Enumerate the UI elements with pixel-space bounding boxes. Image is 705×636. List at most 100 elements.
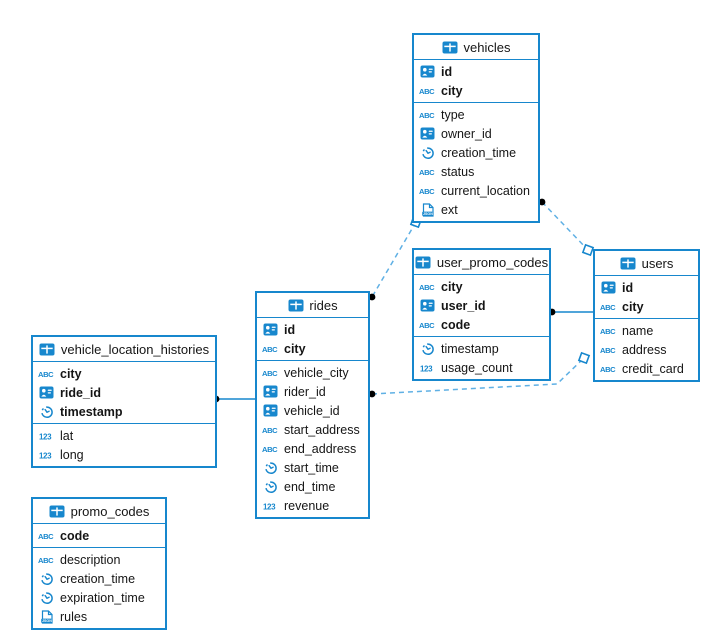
field-row-usage_count[interactable]: 123 usage_count	[414, 358, 549, 377]
field-row-timestamp[interactable]: timestamp	[414, 339, 549, 358]
abc-icon: ABC	[38, 555, 55, 565]
svg-text:ABC: ABC	[419, 168, 435, 177]
table-header-users[interactable]: users	[595, 251, 698, 276]
field-row-id[interactable]: id	[414, 62, 538, 81]
field-name: city	[60, 366, 82, 381]
field-row-timestamp[interactable]: timestamp	[33, 402, 215, 421]
clock-icon	[38, 591, 55, 605]
abc-icon: ABC	[262, 344, 279, 354]
field-row-owner_id[interactable]: owner_id	[414, 124, 538, 143]
table-header-promo_codes[interactable]: promo_codes	[33, 499, 165, 524]
field-name: ext	[441, 202, 458, 217]
table-name: users	[641, 255, 674, 271]
id-icon	[600, 281, 617, 294]
field-row-id[interactable]: id	[595, 278, 698, 297]
table-icon	[442, 41, 459, 54]
field-name: city	[622, 299, 644, 314]
field-row-user_id[interactable]: user_id	[414, 296, 549, 315]
field-row-start_time[interactable]: start_time	[257, 458, 368, 477]
field-name: vehicle_city	[284, 365, 349, 380]
abc-icon: ABC	[419, 110, 436, 120]
endpoint-dot-marker	[368, 390, 376, 398]
abc-icon: ABC	[600, 364, 617, 374]
field-row-vehicle_id[interactable]: vehicle_id	[257, 401, 368, 420]
field-name: creation_time	[441, 145, 517, 160]
number-123-icon: 123	[262, 501, 279, 511]
field-name: current_location	[441, 183, 530, 198]
svg-text:ABC: ABC	[262, 426, 278, 435]
table-name: promo_codes	[70, 503, 150, 519]
field-name: ride_id	[60, 385, 101, 400]
svg-text:ABC: ABC	[600, 365, 616, 374]
field-row-city[interactable]: ABC city	[595, 297, 698, 316]
svg-text:ABC: ABC	[262, 369, 278, 378]
relationship-line	[371, 221, 417, 298]
field-row-expiration_time[interactable]: expiration_time	[33, 588, 165, 607]
field-row-id[interactable]: id	[257, 320, 368, 339]
field-name: usage_count	[441, 360, 513, 375]
table-icon	[620, 257, 637, 270]
field-row-current_location[interactable]: ABC current_location	[414, 181, 538, 200]
table-name: vehicle_location_histories	[60, 341, 210, 357]
relationship-line	[541, 201, 589, 251]
table-header-vehicle_location_histories[interactable]: vehicle_location_histories	[33, 337, 215, 362]
clock-icon	[38, 572, 55, 586]
field-row-rider_id[interactable]: rider_id	[257, 382, 368, 401]
field-row-end_time[interactable]: end_time	[257, 477, 368, 496]
field-row-creation_time[interactable]: creation_time	[414, 143, 538, 162]
svg-text:ABC: ABC	[419, 187, 435, 196]
abc-icon: ABC	[262, 368, 279, 378]
field-name: id	[284, 322, 296, 337]
field-row-creation_time[interactable]: creation_time	[33, 569, 165, 588]
relationship-user_promo_codes-users	[548, 308, 593, 316]
abc-icon: ABC	[600, 302, 617, 312]
number-123-icon: 123	[419, 363, 436, 373]
svg-text:ABC: ABC	[419, 321, 435, 330]
abc-icon: ABC	[262, 444, 279, 454]
field-row-ride_id[interactable]: ride_id	[33, 383, 215, 402]
svg-text:ABC: ABC	[262, 345, 278, 354]
field-name: rider_id	[284, 384, 326, 399]
abc-icon: ABC	[419, 320, 436, 330]
clock-icon	[262, 461, 279, 475]
field-name: id	[441, 64, 453, 79]
endpoint-square-marker	[581, 243, 595, 257]
table-header-user_promo_codes[interactable]: user_promo_codes	[414, 250, 549, 275]
table-header-rides[interactable]: rides	[257, 293, 368, 318]
field-name: vehicle_id	[284, 403, 340, 418]
field-row-vehicle_city[interactable]: ABC vehicle_city	[257, 363, 368, 382]
svg-text:ABC: ABC	[38, 532, 54, 541]
table-header-vehicles[interactable]: vehicles	[414, 35, 538, 60]
